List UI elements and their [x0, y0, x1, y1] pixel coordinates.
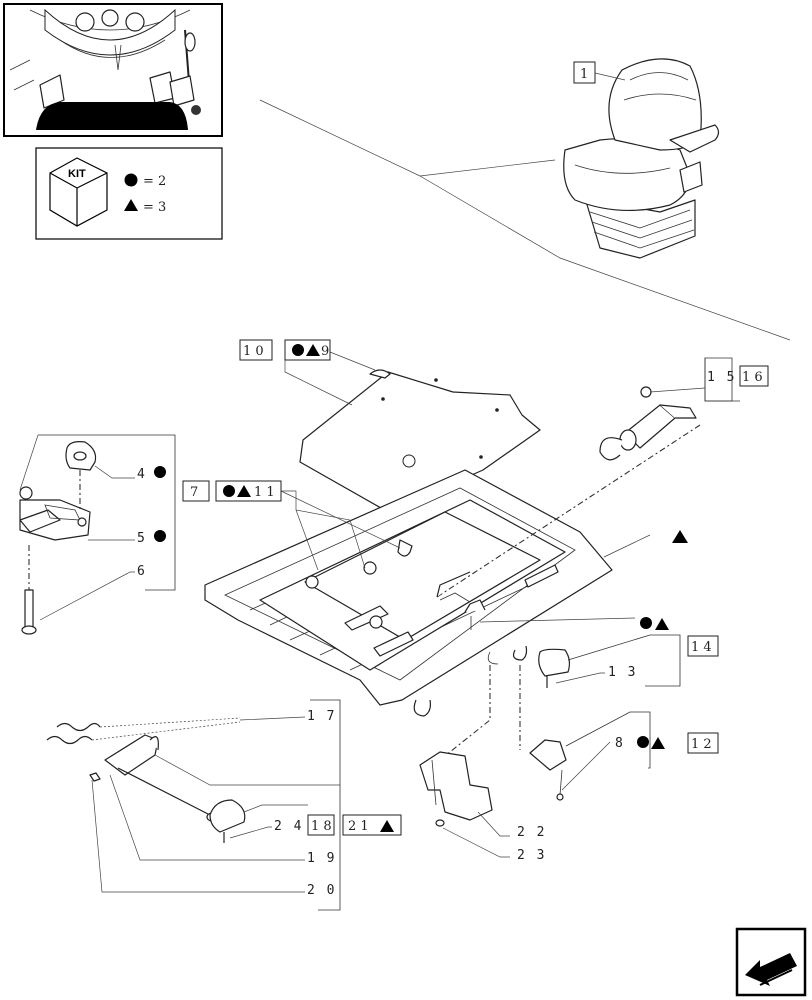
- callout-12: 1 2: [691, 737, 712, 752]
- callout-13: 1 3: [608, 665, 637, 680]
- callout-22: 2 2: [517, 825, 546, 840]
- callout-1: 1: [580, 67, 588, 82]
- seat-assembly: 1: [259, 58, 791, 341]
- frame-triangle-marker: [672, 530, 688, 543]
- lower-bracket: 2 2 2 3: [419, 665, 546, 863]
- callout-8: 8: [615, 736, 625, 751]
- callout-6: 6: [137, 564, 147, 579]
- callout-4: 4: [137, 467, 147, 482]
- kit-circle-qty: = 2: [143, 174, 166, 189]
- callout-11: 1 1: [254, 485, 275, 500]
- callout-14: 1 4: [691, 640, 712, 655]
- callout-9: 9: [321, 344, 329, 359]
- callout-15: 1 5: [707, 370, 736, 385]
- callout-7: 7: [190, 485, 198, 500]
- callout-24: 2 4: [274, 819, 303, 834]
- callout-19: 1 9: [307, 851, 336, 866]
- latch-assembly: 4 5 6 7 1 1: [19, 434, 401, 635]
- kit-box-icon: KIT: [49, 157, 108, 227]
- callout-16: 1 6: [742, 370, 763, 385]
- kit-legend: KIT = 2 = 3: [35, 147, 223, 240]
- callout-20: 2 0: [307, 883, 336, 898]
- kit-label: KIT: [68, 168, 86, 180]
- callout-5: 5: [137, 531, 147, 546]
- kit-triangle-qty: = 3: [143, 200, 166, 215]
- gas-spring: 1 5 1 6: [436, 357, 769, 598]
- spring-latch-assembly: 1 7 2 4 1 8 2 1 1 9 2 0: [46, 699, 402, 911]
- triangle-marker-icon: [124, 199, 138, 211]
- callout-10: 1 0: [243, 344, 264, 359]
- callout-18: 1 8: [311, 819, 332, 834]
- callout-23: 2 3: [517, 848, 546, 863]
- bracket-assembly: 1 3 1 4 8 1 2: [464, 599, 719, 801]
- location-thumbnail: [3, 3, 223, 137]
- next-arrow-icon[interactable]: [735, 927, 807, 997]
- circle-marker-icon: [124, 173, 138, 187]
- cushion-pad: 1 0 9: [239, 339, 541, 513]
- callout-21: 2 1: [348, 819, 369, 834]
- base-frame: [204, 469, 613, 717]
- callout-17: 1 7: [307, 709, 336, 724]
